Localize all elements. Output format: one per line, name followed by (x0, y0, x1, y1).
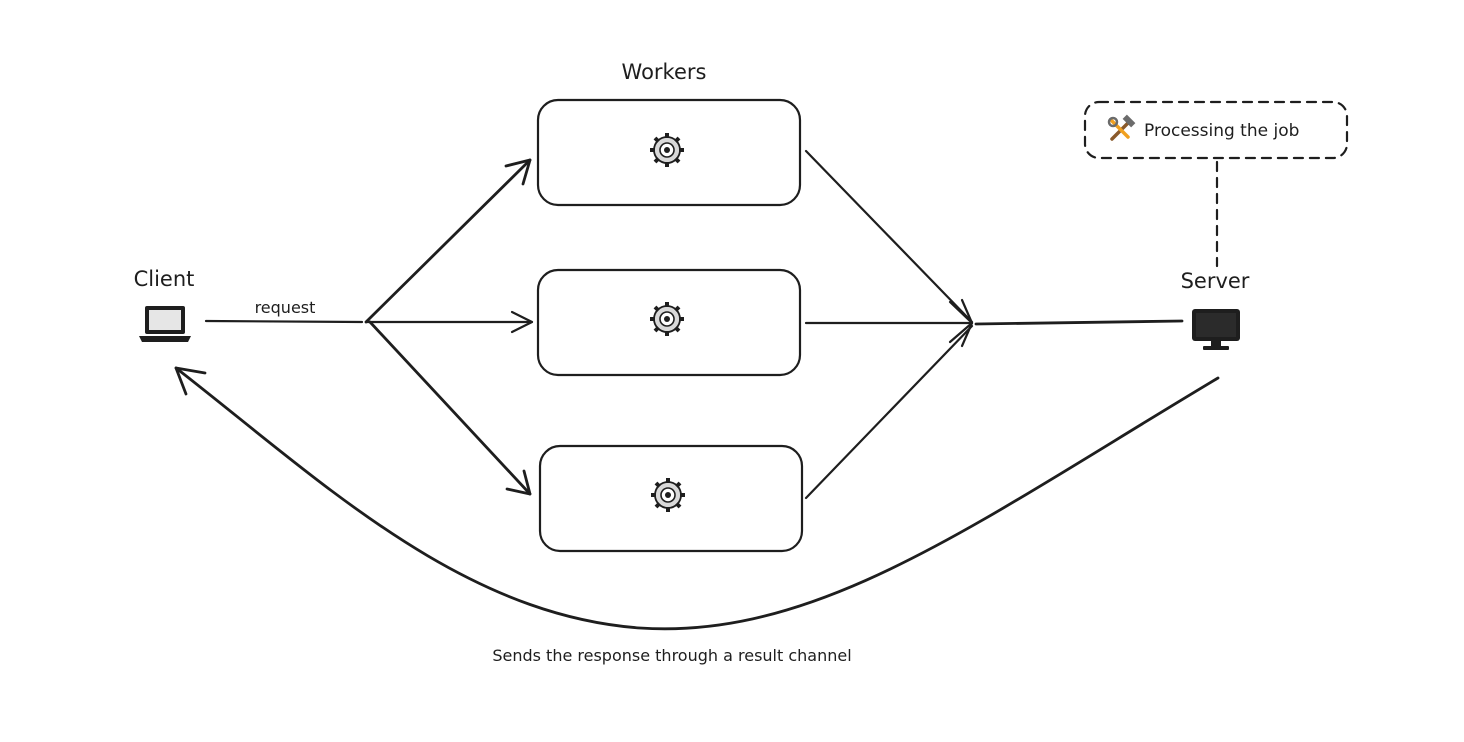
worker-box-1[interactable] (536, 98, 802, 207)
worker-box-2[interactable] (536, 268, 802, 377)
worker-box-3[interactable] (538, 444, 804, 553)
processing-note[interactable]: Processing the job (1083, 100, 1349, 160)
response-edge (174, 366, 1220, 631)
server-edge (974, 319, 1184, 326)
note-text: Processing the job (1144, 121, 1299, 141)
request-edge (204, 319, 364, 324)
server-label: Server (1181, 269, 1250, 293)
desktop-monitor-icon[interactable] (1192, 309, 1240, 350)
request-label: request (255, 298, 316, 317)
fan-in-arrows (804, 149, 974, 500)
gear-icon (649, 476, 687, 514)
hammer-wrench-icon (1107, 114, 1136, 141)
client-label: Client (134, 267, 195, 291)
fan-out-arrows (364, 158, 534, 496)
gear-icon (648, 300, 686, 338)
response-arrowhead (174, 366, 207, 396)
response-label: Sends the response through a result chan… (492, 646, 851, 665)
gear-icon (648, 131, 686, 169)
workers-title: Workers (622, 60, 707, 84)
laptop-icon[interactable] (139, 306, 191, 342)
